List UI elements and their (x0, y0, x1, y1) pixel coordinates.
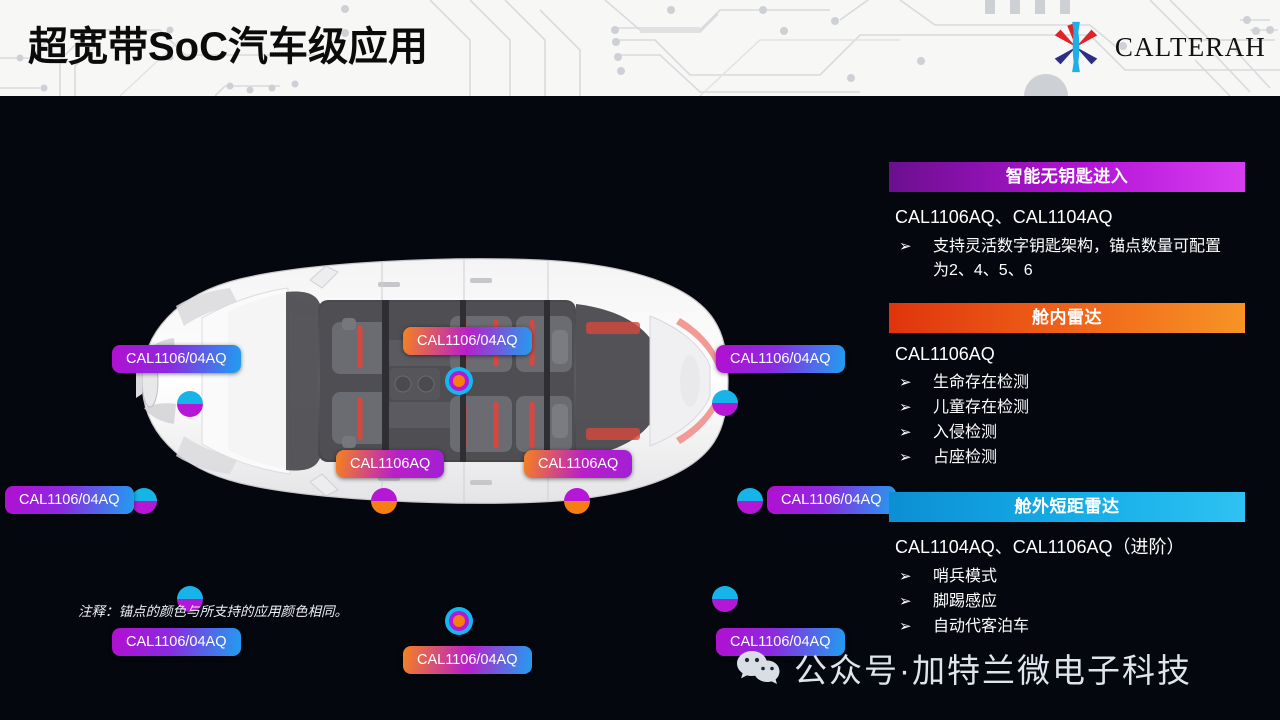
section-models-out-cabin-short-range-radar: CAL1104AQ、CAL1106AQ（进阶） (895, 537, 1185, 557)
section-bullets-in-cabin-radar: ➢ 生命存在检测 ➢ 儿童存在检测 ➢ 入侵检测 ➢ 占座检测 (889, 371, 1245, 470)
bullet-item: ➢ 自动代客泊车 (889, 615, 1245, 639)
bullet-text: 儿童存在检测 (933, 399, 1030, 416)
anchor-dot-roof-front-right (712, 390, 738, 416)
anchor-label-cabin-front[interactable]: CAL1106AQ (336, 450, 445, 478)
section-bullets-out-cabin-short-range-radar: ➢ 哨兵模式 ➢ 脚踢感应 ➢ 自动代客泊车 (889, 565, 1245, 639)
anchor-dot-mid-ring (449, 611, 469, 631)
bullet-text: 脚踢感应 (933, 593, 998, 610)
anchor-label-roof-rear-right[interactable]: CAL1106/04AQ (716, 628, 845, 656)
feature-panel: 智能无钥匙进入 CAL1106AQ、CAL1104AQ ➢ 支持灵活数字钥匙架构… (889, 162, 1245, 653)
slide-body: CAL1106/04AQ CAL1106/04AQ CAL1106/04AQ C… (0, 96, 1280, 720)
bullet-item: ➢ 哨兵模式 (889, 565, 1245, 589)
anchor-label-side-right[interactable]: CAL1106/04AQ (767, 486, 896, 514)
anchor-dot-core (453, 615, 465, 627)
bullet-text: 自动代客泊车 (933, 618, 1030, 635)
anchor-dot-cabin-front (371, 488, 397, 514)
section-models-smart-keyless-entry: CAL1106AQ、CAL1104AQ (895, 207, 1113, 227)
diagram-footnote: 注释：锚点的颜色与所支持的应用颜色相同。 (78, 604, 348, 619)
wechat-label: 公众号·加特兰微电子科技 (794, 652, 1192, 689)
calterah-star-icon (1054, 21, 1098, 73)
brand-name: CALTERAH (1114, 31, 1266, 62)
section-bullets-smart-keyless-entry: ➢ 支持灵活数字钥匙架构，锚点数量可配置为2、4、5、6 (889, 235, 1245, 283)
anchor-label-side-left[interactable]: CAL1106/04AQ (5, 486, 134, 514)
anchor-dot-roof-front-left (177, 391, 203, 417)
anchor-dot-cabin-rear (564, 488, 590, 514)
bullet-arrow-icon: ➢ (899, 424, 912, 441)
bullet-item: ➢ 入侵检测 (889, 421, 1245, 445)
anchor-dot-side-right (737, 488, 763, 514)
bullet-text: 占座检测 (933, 449, 998, 466)
bullet-arrow-icon: ➢ (899, 374, 912, 391)
bullet-item: ➢ 儿童存在检测 (889, 396, 1245, 420)
anchor-dot-roof-rear-right (712, 586, 738, 612)
bullet-arrow-icon: ➢ (899, 593, 912, 610)
anchor-dot-core (453, 375, 465, 387)
anchor-dot-side-left (131, 488, 157, 514)
anchor-label-hood-center[interactable]: CAL1106/04AQ (403, 327, 532, 355)
bullet-text: 哨兵模式 (933, 568, 998, 585)
car-diagram: CAL1106/04AQ CAL1106/04AQ CAL1106/04AQ C… (0, 96, 896, 674)
bullet-item: ➢ 生命存在检测 (889, 371, 1245, 395)
bullet-text: 生命存在检测 (933, 374, 1030, 391)
anchor-dot-hood-center (445, 367, 473, 395)
anchor-label-cabin-rear[interactable]: CAL1106AQ (524, 450, 633, 478)
bullet-arrow-icon: ➢ (899, 399, 912, 416)
wechat-footer: 公众号·加特兰微电子科技 (736, 644, 1192, 692)
bullet-arrow-icon: ➢ (899, 449, 912, 466)
bullet-arrow-icon: ➢ (899, 238, 912, 255)
feature-section-smart-keyless-entry: 智能无钥匙进入 CAL1106AQ、CAL1104AQ ➢ 支持灵活数字钥匙架构… (889, 162, 1245, 283)
bullet-text: 支持灵活数字钥匙架构，锚点数量可配置为2、4、5、6 (933, 238, 1222, 279)
bullet-arrow-icon: ➢ (899, 618, 912, 635)
section-heading-out-cabin-short-range-radar: 舱外短距雷达 (889, 492, 1245, 522)
section-models-in-cabin-radar: CAL1106AQ (895, 344, 995, 364)
anchor-label-roof-rear-left[interactable]: CAL1106/04AQ (112, 628, 241, 656)
anchor-dot-roof-rear-left (177, 586, 203, 612)
page-title: 超宽带SoC汽车级应用 (28, 25, 428, 69)
circuit-board-pattern-icon (0, 0, 1280, 96)
anchor-label-roof-front-left[interactable]: CAL1106/04AQ (112, 345, 241, 373)
feature-section-in-cabin-radar: 舱内雷达 CAL1106AQ ➢ 生命存在检测 ➢ 儿童存在检测 ➢ 入侵检测 (889, 303, 1245, 470)
slide-header: 超宽带SoC汽车级应用 CALTERAH (0, 0, 1280, 96)
bullet-text: 入侵检测 (933, 424, 998, 441)
anchor-dot-mid-ring (449, 371, 469, 391)
anchor-label-roof-front-right[interactable]: CAL1106/04AQ (716, 345, 845, 373)
brand-logo: CALTERAH (1047, 18, 1266, 76)
section-heading-smart-keyless-entry: 智能无钥匙进入 (889, 162, 1245, 192)
feature-section-out-cabin-short-range-radar: 舱外短距雷达 CAL1104AQ、CAL1106AQ（进阶） ➢ 哨兵模式 ➢ … (889, 492, 1245, 639)
section-heading-in-cabin-radar: 舱内雷达 (889, 303, 1245, 333)
bullet-item: ➢ 脚踢感应 (889, 590, 1245, 614)
bullet-arrow-icon: ➢ (899, 568, 912, 585)
bullet-item: ➢ 支持灵活数字钥匙架构，锚点数量可配置为2、4、5、6 (889, 235, 1245, 283)
anchor-label-trunk-center[interactable]: CAL1106/04AQ (403, 646, 532, 674)
wechat-icon (737, 651, 780, 684)
anchor-dot-trunk-center (445, 607, 473, 635)
bullet-item: ➢ 占座检测 (889, 446, 1245, 470)
